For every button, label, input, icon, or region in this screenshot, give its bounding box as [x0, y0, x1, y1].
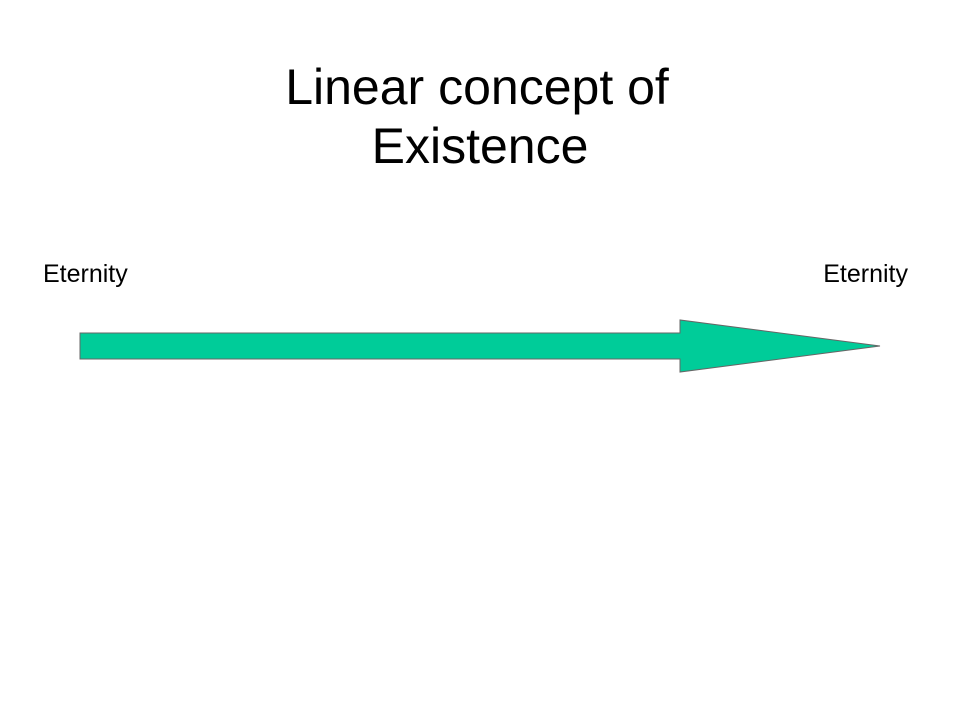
timeline-arrow — [79, 319, 881, 373]
eternity-label-right: Eternity — [823, 260, 908, 288]
slide-title: Linear concept of Existence — [0, 58, 960, 176]
title-line-1: Linear concept of — [285, 59, 669, 115]
title-line-2: Existence — [371, 118, 589, 174]
eternity-label-left: Eternity — [43, 260, 128, 288]
